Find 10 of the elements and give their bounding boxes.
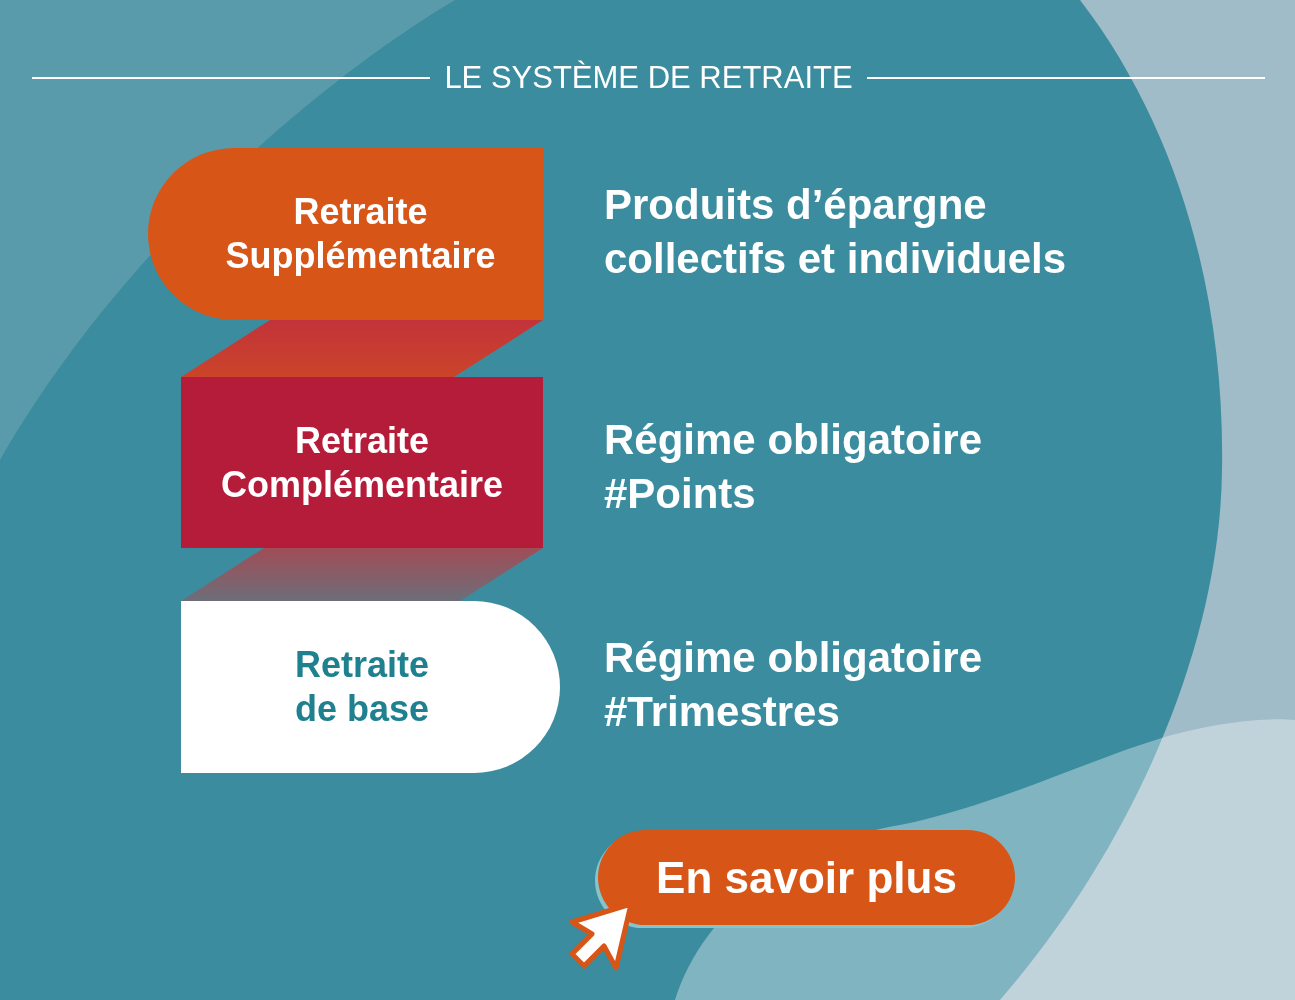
tier-block: Retraite de base bbox=[181, 601, 560, 773]
tier-description: Régime obligatoire #Points bbox=[604, 415, 984, 519]
connector-band bbox=[181, 548, 543, 601]
tier-block: Retraite Supplémentaire bbox=[148, 148, 543, 320]
learn-more-button: En savoir plus bbox=[598, 830, 1015, 925]
tier-block: Retraite Complémentaire bbox=[181, 377, 543, 548]
title: LE SYSTÈME DE RETRAITE bbox=[444, 60, 853, 96]
tier-description: Régime obligatoire #Trimestres bbox=[604, 633, 984, 737]
tier-description: Produits d’épargne collectifs et individuels bbox=[604, 180, 1068, 284]
connector-band bbox=[181, 320, 543, 377]
